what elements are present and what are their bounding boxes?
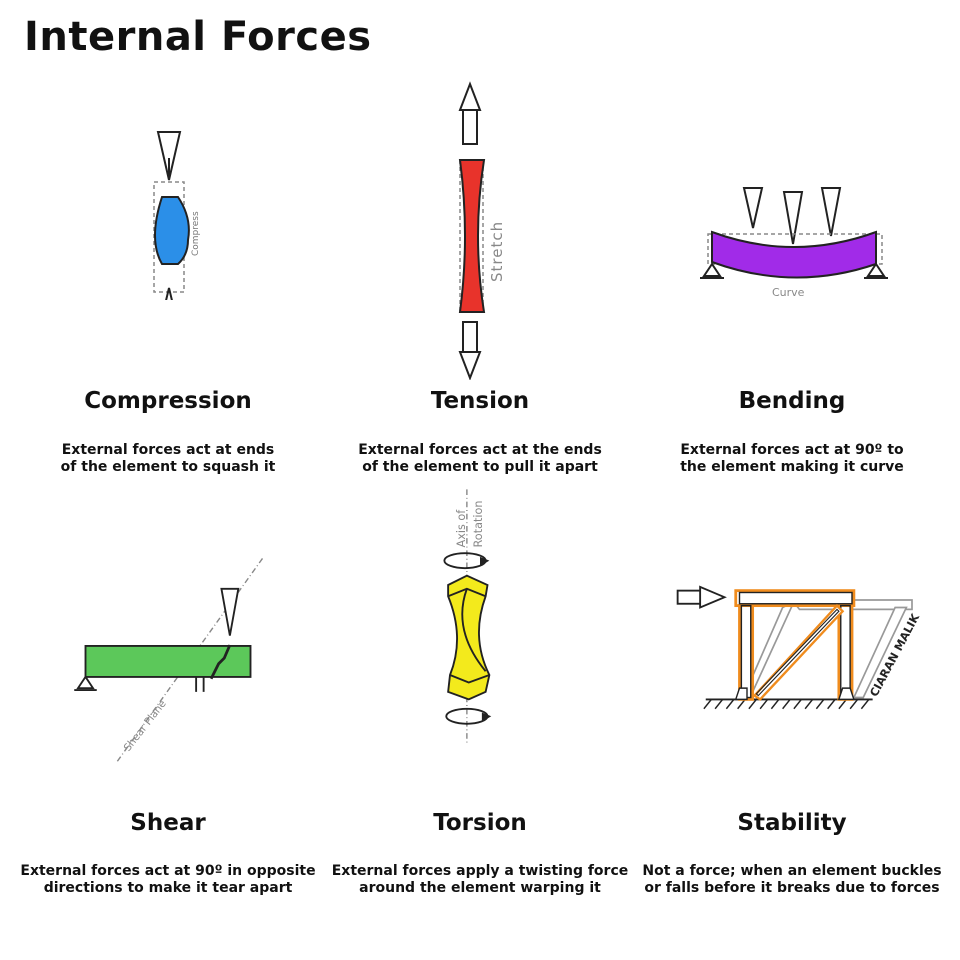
- stretched-element: [458, 159, 486, 313]
- tension-desc: External forces act at the ends of the e…: [330, 442, 630, 476]
- arrow-up-icon: [165, 287, 173, 300]
- compression-desc-line1: External forces act at ends: [61, 442, 275, 458]
- torsion-desc-line2: around the element warping it: [359, 880, 601, 896]
- compression-title: Compression: [84, 388, 252, 414]
- stability-desc-line2: or falls before it breaks due to forces: [644, 880, 940, 896]
- torsion-desc: External forces apply a twisting force a…: [330, 863, 630, 897]
- pin-support-icon: [837, 687, 855, 701]
- torsion-illustration: Axis of Rotation: [443, 489, 492, 743]
- stability-desc-line1: Not a force; when an element buckles: [642, 863, 942, 879]
- compression-desc: External forces act at ends of the eleme…: [18, 442, 318, 476]
- pin-support-icon: [76, 675, 95, 690]
- shear-plane-label: Shear Plane: [122, 698, 169, 754]
- bending-illustration: Curve: [700, 187, 888, 299]
- arrow-down-icon: [156, 131, 182, 181]
- shear-desc-line1: External forces act at 90º in opposite: [20, 863, 316, 879]
- arrow-down-icon: [820, 187, 842, 237]
- bending-desc-line2: the element making it curve: [680, 459, 904, 475]
- bending-desc: External forces act at 90º to the elemen…: [642, 442, 942, 476]
- tension-desc-line1: External forces act at the ends: [358, 442, 602, 458]
- shear-desc: External forces act at 90º in opposite d…: [18, 863, 318, 897]
- arrow-down-icon: [782, 191, 804, 245]
- twisted-element: [447, 574, 491, 701]
- tension-title: Tension: [430, 388, 530, 414]
- arrow-up-icon: [458, 81, 482, 111]
- torsion-desc-line1: External forces apply a twisting force: [331, 863, 629, 879]
- stability-illustration: CIARAN MALIK: [676, 585, 923, 710]
- axis-label: Axis of: [455, 509, 468, 548]
- arrow-down-icon: [742, 187, 764, 229]
- axis-label: Rotation: [472, 500, 485, 547]
- shear-illustration: Shear Plane: [74, 556, 265, 762]
- arrow-down-icon: [220, 587, 240, 636]
- shear-block: [84, 645, 252, 678]
- stretch-label: Stretch: [488, 221, 506, 282]
- stability-title: Stability: [737, 810, 847, 836]
- page-title: Internal Forces: [24, 14, 372, 60]
- shear-desc-line2: directions to make it tear apart: [43, 880, 293, 896]
- tension-desc-line2: of the element to pull it apart: [362, 459, 598, 475]
- compress-label: Compress: [191, 211, 201, 256]
- pin-support-icon: [866, 262, 886, 277]
- stability-desc: Not a force; when an element buckles or …: [642, 863, 942, 897]
- shear-title: Shear: [130, 810, 206, 836]
- curve-label: Curve: [772, 286, 805, 299]
- braced-frame: [734, 589, 856, 701]
- compression-desc-line2: of the element to squash it: [60, 459, 276, 475]
- tension-illustration: Stretch: [458, 81, 506, 380]
- bending-desc-line1: External forces act at 90º to: [680, 442, 904, 458]
- pin-support-icon: [734, 687, 748, 701]
- rotation-arrow-icon: [443, 552, 487, 570]
- torsion-title: Torsion: [433, 810, 527, 836]
- compression-illustration: Compress: [153, 131, 201, 300]
- arrow-right-icon: [699, 585, 727, 609]
- pin-support-icon: [702, 262, 722, 277]
- compressed-element: [154, 196, 190, 265]
- bending-title: Bending: [738, 388, 846, 414]
- arrow-down-icon: [458, 351, 482, 380]
